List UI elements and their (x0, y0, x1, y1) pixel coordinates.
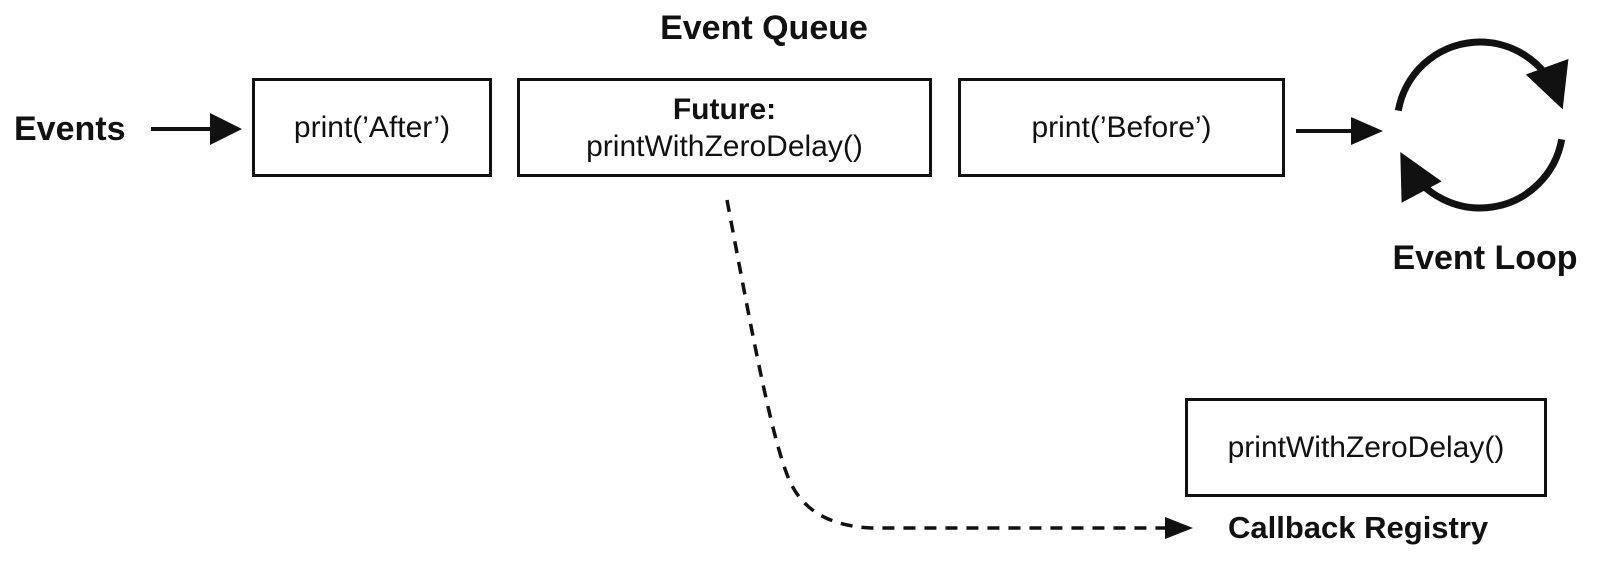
queue-item-print-after: print(’After’) (252, 78, 492, 177)
callback-registry-box: printWithZeroDelay() (1185, 398, 1547, 497)
event-queue-title: Event Queue (660, 9, 868, 47)
future-title: Future: (672, 92, 777, 126)
future-callback-name: printWithZeroDelay() (586, 129, 863, 163)
queue-item-print-after-label: print(’After’) (293, 111, 451, 144)
queue-item-print-before: print(’Before’) (958, 78, 1285, 177)
future-to-registry-dashed-arrow-icon (725, 199, 1193, 539)
callback-registry-label: Callback Registry (1228, 510, 1489, 545)
events-label: Events (14, 110, 126, 148)
events-to-queue-arrow-icon (151, 113, 242, 145)
event-loop-icon (1394, 38, 1569, 212)
queue-to-loop-arrow-icon (1296, 117, 1383, 145)
queue-item-print-before-label: print(’Before’) (1031, 111, 1212, 144)
event-loop-label: Event Loop (1392, 239, 1578, 277)
queue-item-future: Future: printWithZeroDelay() (517, 78, 932, 177)
callback-registry-entry: printWithZeroDelay() (1227, 431, 1505, 464)
